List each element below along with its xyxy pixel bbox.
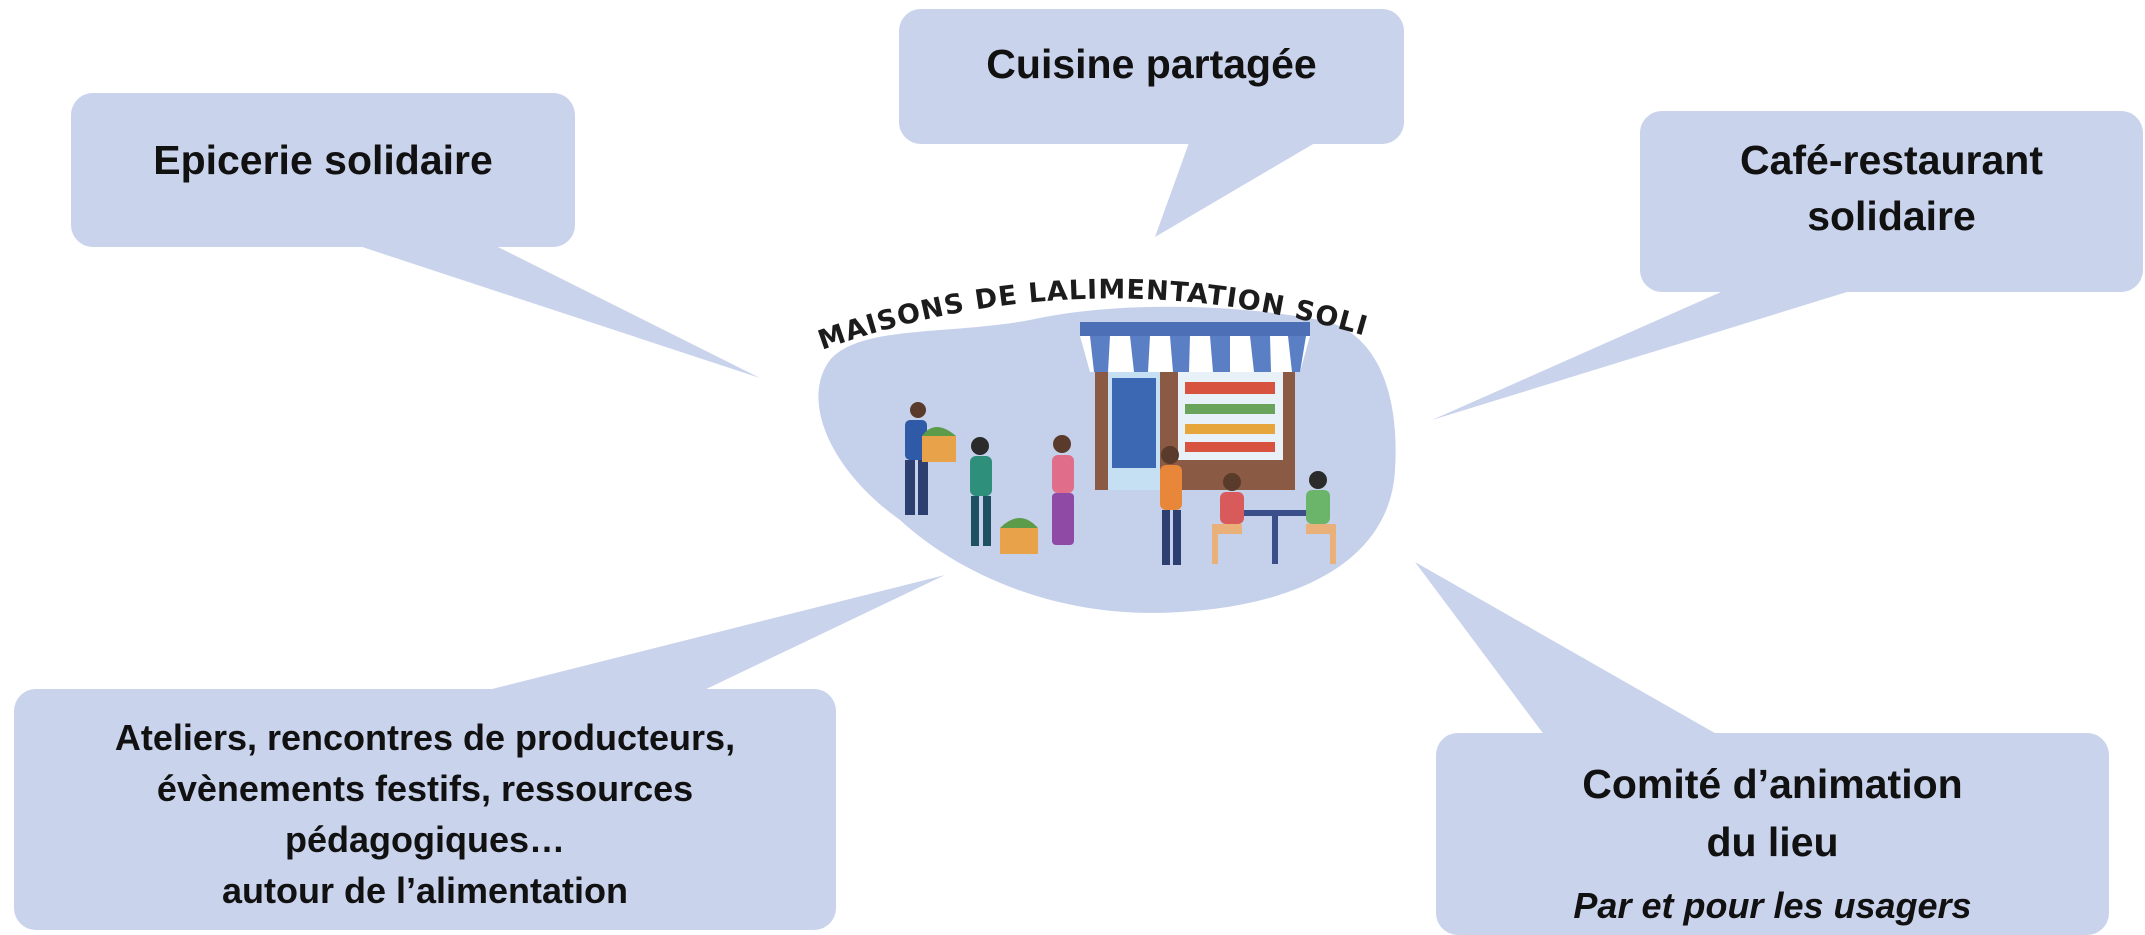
cafe-label-line-1: Café-restaurant <box>1739 136 2044 183</box>
people-icons <box>905 402 1336 565</box>
shop-icon <box>1080 322 1310 490</box>
ateliers-bubble: Ateliers, rencontres de producteurs, évè… <box>14 689 836 930</box>
cafe-tail <box>1432 288 1860 420</box>
cuisine-tail <box>1155 140 1320 237</box>
epicerie-solidaire-bubble: Epicerie solidaire <box>71 93 575 247</box>
epicerie-label: Epicerie solidaire <box>153 136 493 183</box>
cafe-label-line-2: solidaire <box>1807 192 1976 239</box>
cuisine-partagee-bubble: Cuisine partagée <box>899 9 1404 144</box>
ateliers-label-line-4: autour de l’alimentation <box>221 869 629 911</box>
cafe-restaurant-bubble: Café-restaurant solidaire <box>1640 111 2143 292</box>
comite-tail <box>1415 562 1720 736</box>
ateliers-label-line-2: évènements festifs, ressources <box>156 767 694 809</box>
ateliers-label-line-1: Ateliers, rencontres de producteurs, <box>114 716 736 758</box>
ateliers-label-line-3: pédagogiques… <box>284 818 566 860</box>
epicerie-tail <box>350 243 760 378</box>
comite-subtitle: Par et pour les usagers <box>1573 885 1972 926</box>
cuisine-label: Cuisine partagée <box>986 41 1317 87</box>
comite-label-line-1: Comité d’animation <box>1582 761 1963 807</box>
comite-animation-bubble: Comité d’animation du lieu Par et pour l… <box>1436 733 2109 935</box>
comite-label-line-2: du lieu <box>1706 819 1839 865</box>
ateliers-tail <box>480 575 945 692</box>
